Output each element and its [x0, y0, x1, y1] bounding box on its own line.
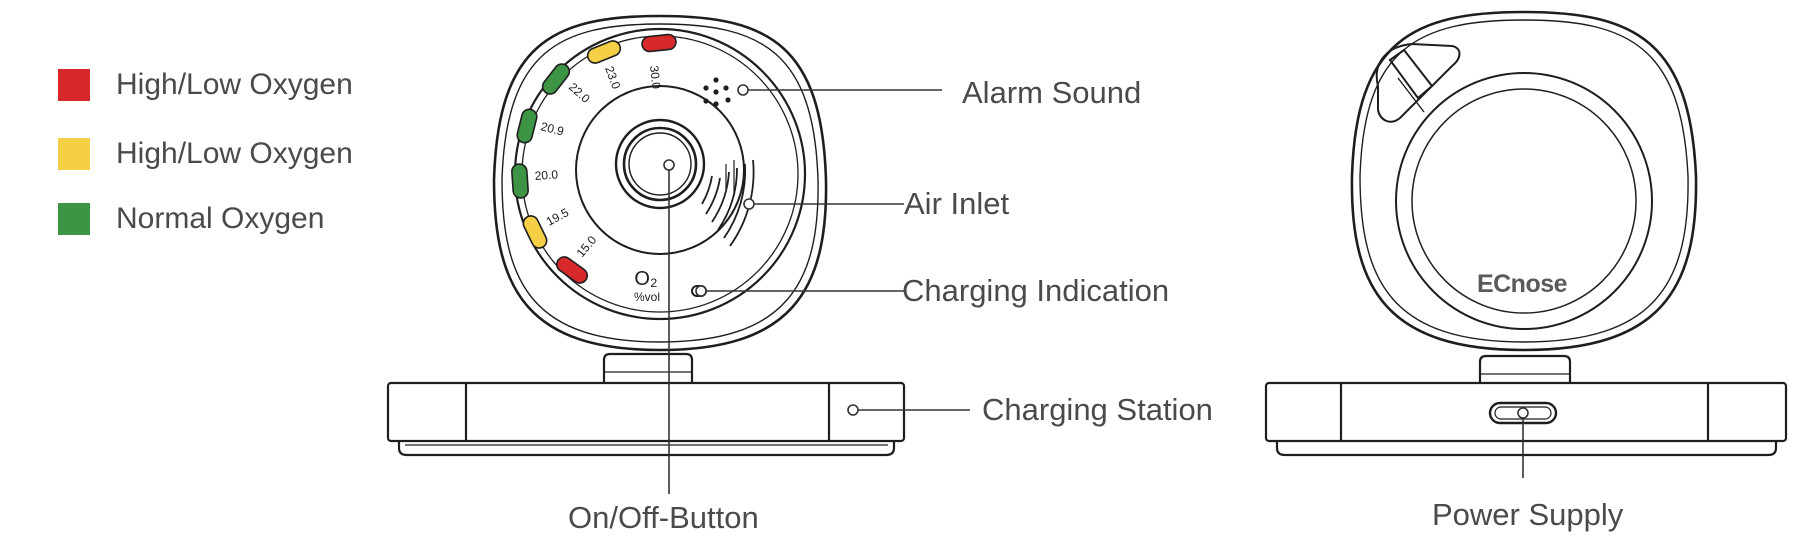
callout-on-off-button: On/Off-Button [568, 500, 759, 535]
brand-logo: ECnose [1477, 270, 1568, 298]
front-view [386, 14, 906, 457]
legend-label-green: Normal Oxygen [116, 202, 325, 235]
callout-air-inlet: Air Inlet [904, 186, 1010, 221]
front-neck [602, 352, 694, 383]
legend-swatch-red [58, 69, 90, 101]
legend-swatch-green [58, 203, 90, 235]
legend-label-yellow: High/Low Oxygen [116, 137, 353, 170]
oxygen-scale [511, 33, 677, 284]
scale-bar-19-5 [522, 215, 548, 249]
legend-label-red: High/Low Oxygen [116, 68, 353, 101]
leader-lines-back [1517, 407, 1529, 478]
scale-bar-15-0 [556, 256, 588, 284]
scale-label-30-0: 30.0 [647, 65, 663, 90]
scale-label-20-0: 20.0 [534, 167, 559, 183]
back-charging-station [1264, 381, 1788, 457]
legend-item-yellow: High/Low Oxygen [58, 137, 353, 171]
gas-symbol: O₂ [634, 268, 657, 290]
front-charging-station [386, 381, 906, 457]
back-view [1264, 10, 1788, 457]
scale-bar-20-9 [516, 108, 538, 144]
callout-charging-indication: Charging Indication [902, 273, 1170, 308]
back-outer-body [1350, 10, 1698, 352]
scale-bar-30-0 [641, 33, 677, 53]
callout-power-supply: Power Supply [1432, 497, 1624, 532]
belt-clip [1375, 42, 1461, 123]
callout-charging-station: Charging Station [982, 392, 1213, 427]
legend-swatch-yellow [58, 138, 90, 170]
scale-bar-22-0 [541, 63, 571, 95]
scale-label-20-9: 20.9 [539, 119, 565, 138]
scale-bar-23-0 [586, 40, 622, 64]
callout-alarm-sound: Alarm Sound [962, 75, 1142, 110]
leader-lines-front [663, 84, 970, 494]
alarm-speaker-holes [703, 77, 731, 107]
scale-bar-20-0 [511, 163, 529, 199]
gas-unit: %vol [634, 290, 660, 304]
legend-item-green: Normal Oxygen [58, 202, 324, 236]
legend-item-red: High/Low Oxygen [58, 68, 353, 102]
on-off-button[interactable] [614, 118, 706, 210]
